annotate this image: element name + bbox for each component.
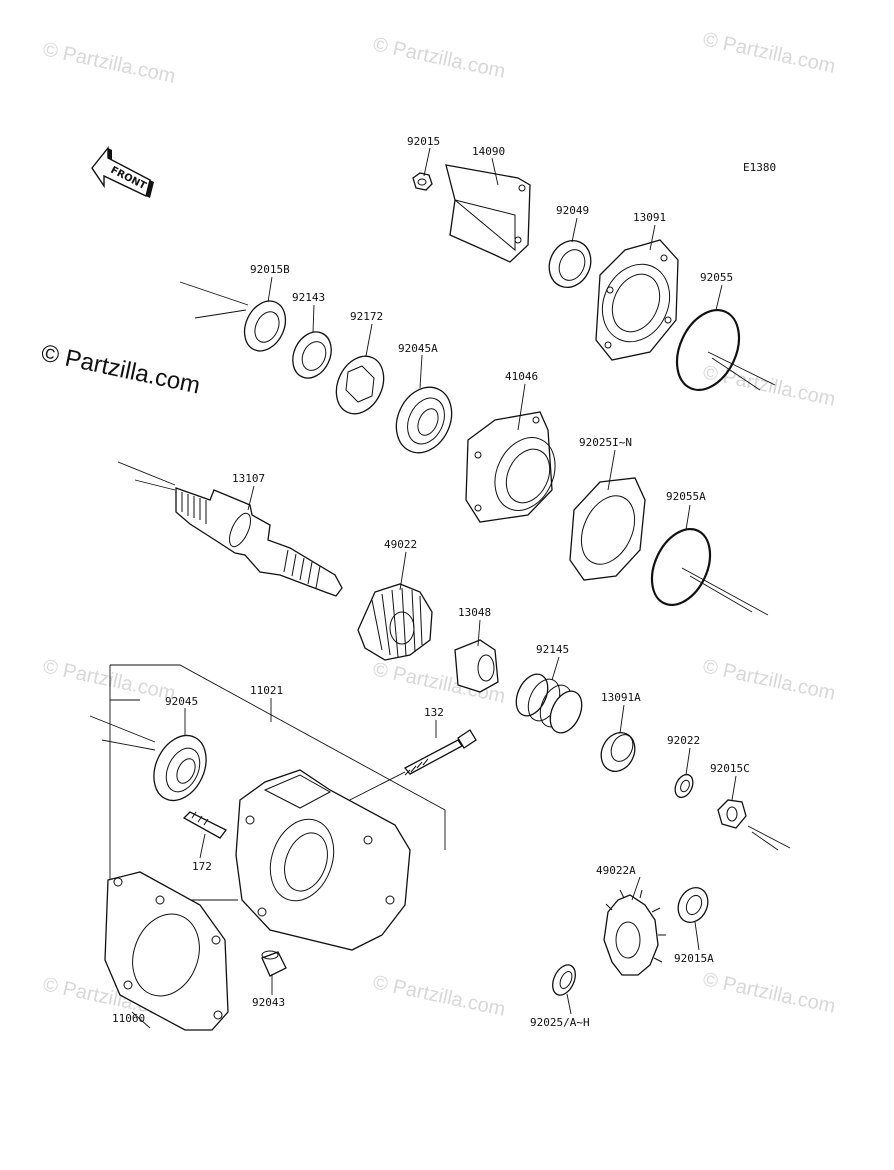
label-92143[interactable]: 92143 (292, 291, 325, 304)
part-92172-spacer (335, 355, 385, 415)
part-92049-seal (548, 240, 592, 288)
watermark-tl: © Partzilla.com (41, 38, 177, 88)
part-13091A-bushing (600, 732, 636, 772)
watermark-bc: © Partzilla.com (371, 971, 507, 1021)
leader-92045-arrow (89, 715, 156, 751)
label-92015[interactable]: 92015 (407, 135, 440, 148)
part-11060-gasket (104, 871, 229, 1031)
part-11021-gear-case (235, 769, 411, 951)
label-92045[interactable]: 92045 (165, 695, 198, 708)
part-13091-housing (595, 239, 679, 361)
watermark-layer: © Partzilla.com © Partzilla.com © Partzi… (41, 28, 837, 1023)
part-92015C-nut (717, 799, 747, 829)
label-13048[interactable]: 13048 (458, 606, 491, 619)
part-92015A-nut (677, 886, 709, 924)
part-132-bolt (339, 729, 477, 806)
part-172-stud (182, 811, 227, 839)
leader-92015C-arrow (747, 825, 791, 851)
label-14090[interactable]: 14090 (472, 145, 505, 158)
label-92172[interactable]: 92172 (350, 310, 383, 323)
label-13107[interactable]: 13107 (232, 472, 265, 485)
part-13048-sleeve (454, 639, 499, 693)
label-92055[interactable]: 92055 (700, 271, 733, 284)
label-92015B[interactable]: 92015B (250, 263, 290, 276)
label-92015A[interactable]: 92015A (674, 952, 714, 965)
label-172[interactable]: 172 (192, 860, 212, 873)
label-92049[interactable]: 92049 (556, 204, 589, 217)
label-13091[interactable]: 13091 (633, 211, 666, 224)
label-13091A[interactable]: 13091A (601, 691, 641, 704)
label-92015C[interactable]: 92015C (710, 762, 750, 775)
part-92055A-o-ring (650, 528, 712, 606)
label-11060[interactable]: 11060 (112, 1012, 145, 1025)
part-92143-collar (292, 331, 332, 379)
part-92043-dowel (261, 950, 287, 977)
label-132[interactable]: 132 (424, 706, 444, 719)
label-41046[interactable]: 41046 (505, 370, 538, 383)
part-92025IN-gasket (569, 477, 646, 581)
part-49022A-gear (603, 889, 666, 976)
watermark-mr: © Partzilla.com (701, 361, 837, 411)
part-92045-bearing (153, 734, 207, 802)
diagram-code: E1380 (743, 161, 776, 174)
label-92043[interactable]: 92043 (252, 996, 285, 1009)
part-14090-bracket (445, 164, 531, 263)
part-92055-o-ring (675, 309, 741, 391)
watermark-br: © Partzilla.com (701, 968, 837, 1018)
label-leaders (131, 147, 737, 1029)
part-13107-shaft (117, 461, 343, 597)
part-49022-bevel-gear (357, 583, 433, 661)
label-49022[interactable]: 49022 (384, 538, 417, 551)
label-11021[interactable]: 11021 (250, 684, 283, 697)
watermark-mr2: © Partzilla.com (701, 655, 837, 705)
watermark-tr: © Partzilla.com (701, 28, 837, 78)
front-arrow-icon: FRONT (91, 146, 154, 198)
part-92145-spring (515, 673, 583, 734)
part-41046-housing (465, 411, 556, 523)
label-92025AH[interactable]: 92025/A~H (530, 1016, 590, 1029)
part-92015-nut (412, 172, 433, 191)
label-92022[interactable]: 92022 (667, 734, 700, 747)
part-92015B-nut (243, 300, 287, 352)
part-labels: 92015 14090 92049 13091 92015B 92143 921… (112, 135, 750, 1029)
part-92045A-bearing (395, 386, 453, 454)
label-92025IN[interactable]: 92025I~N (579, 436, 632, 449)
part-92025AH-shim (552, 964, 576, 996)
label-49022A[interactable]: 49022A (596, 864, 636, 877)
label-92055A[interactable]: 92055A (666, 490, 706, 503)
label-92145[interactable]: 92145 (536, 643, 569, 656)
label-92045A[interactable]: 92045A (398, 342, 438, 355)
watermark-ml2: © Partzilla.com (41, 655, 177, 705)
leader-92015B-arrow (179, 281, 249, 319)
part-92022-washer (674, 773, 694, 799)
watermark-main: © Partzilla.com (39, 339, 203, 399)
watermark-tc: © Partzilla.com (371, 33, 507, 83)
leader-92055A-arrow (681, 567, 769, 616)
leader-92055-arrow (707, 351, 776, 391)
